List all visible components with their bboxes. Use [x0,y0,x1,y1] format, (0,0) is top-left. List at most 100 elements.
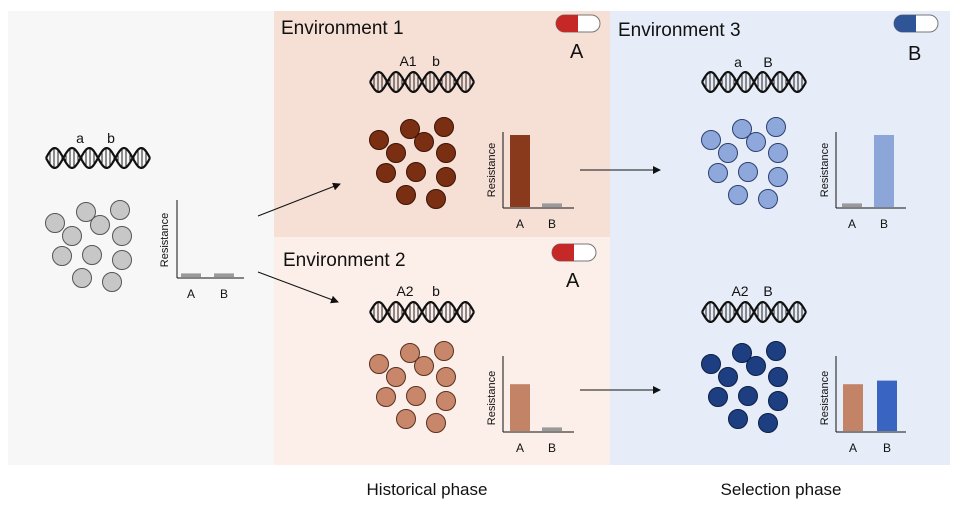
cell [414,356,434,376]
cell [72,268,92,288]
cell-cluster [45,200,132,292]
cell [768,167,788,187]
cell [746,132,766,152]
cell [112,226,132,246]
cell [701,354,721,374]
dna-helix-icon [701,301,807,323]
cell [758,413,778,433]
cell [701,130,721,150]
cell [718,367,738,387]
cell [766,341,786,361]
cell [738,386,758,406]
chart-bar [542,427,562,431]
cell [110,200,130,220]
chart-ylabel: Resistance [159,213,171,267]
chart-ylabel: Resistance [819,371,831,425]
gene-label: A2 [396,283,413,299]
gene-label: B [763,54,772,70]
pill-icon [893,14,939,33]
dna-helix-icon [369,71,475,93]
chart-tick-label: B [880,217,888,231]
pill-icon [555,14,601,33]
gene-label: b [107,130,115,146]
cell [426,189,446,209]
cell [436,367,456,387]
cell [768,367,788,387]
chart-bar [842,203,862,207]
cell [434,117,454,137]
cell [738,162,758,182]
arrow-to-env2 [257,271,339,304]
dna-helix-icon [45,147,151,169]
chart-bar [843,384,863,431]
cell [376,163,396,183]
chart-bar [542,203,562,207]
cell [82,245,102,265]
dna-strand [45,147,151,169]
resistance-chart: Resistance A B [486,356,574,455]
cell [396,409,416,429]
cell [45,213,65,233]
pill-icon [551,243,597,262]
cell [426,413,446,433]
cell [406,386,426,406]
cell [728,185,748,205]
cell-cluster [369,117,456,209]
chart-tick-label: B [548,217,556,231]
cell [768,391,788,411]
resistance-chart: Resistance A B [486,132,574,231]
gene-label: b [432,53,440,69]
gene-label: a [734,54,742,70]
dna-helix-icon [701,71,807,93]
chart-tick-label: A [848,217,856,231]
chart-tick-label: A [516,441,524,455]
cell [758,189,778,209]
cell [90,215,110,235]
cell [436,167,456,187]
dna-strand [701,301,807,323]
env3-drug-label: B [908,43,921,65]
cell [414,132,434,152]
env3-title: Environment 3 [618,20,741,41]
env1-drug-label: A [570,41,584,63]
resistance-chart: Resistance A B [159,200,244,301]
dna-strand [369,71,475,93]
cell [76,202,96,222]
cell [768,143,788,163]
cell-cluster [701,117,788,209]
chart-ylabel: Resistance [819,143,831,197]
cell [436,391,456,411]
cell [766,117,786,137]
cell [708,163,728,183]
env2-title: Environment 2 [283,250,406,271]
gene-label: A2 [731,283,748,299]
gene-label: a [76,130,84,146]
chart-tick-label: A [187,287,195,301]
cell [406,162,426,182]
chart-bar [877,380,897,431]
ancestor-panel [8,11,274,465]
chart-bar [874,135,894,207]
cell [52,246,72,266]
cell [732,119,752,139]
resistance-chart: Resistance A B [819,132,906,231]
arrow-to-env1 [257,182,341,217]
dna-strand [369,301,475,323]
cell [376,387,396,407]
cell [400,343,420,363]
selection-phase-label: Selection phase [721,480,842,499]
cell [732,343,752,363]
cell [386,367,406,387]
cell [112,250,132,270]
cell [369,130,389,150]
chart-tick-label: A [516,217,524,231]
cell [436,143,456,163]
cell [396,185,416,205]
dna-strand [701,71,807,93]
cell [434,341,454,361]
resistance-chart: Resistance A B [819,356,906,455]
cell-cluster [701,341,788,433]
chart-tick-label: B [548,441,556,455]
historical-phase-label: Historical phase [367,480,488,499]
